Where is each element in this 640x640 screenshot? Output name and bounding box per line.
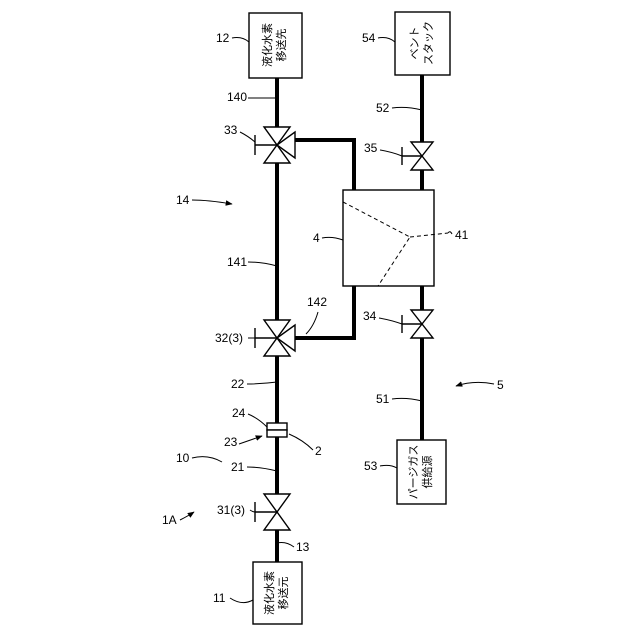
ref-34: 34 [363,309,377,323]
ref-24: 24 [232,406,246,420]
ref-4: 4 [313,231,320,245]
valve-31 [255,494,290,530]
ref-11: 11 [213,591,226,605]
source-box-line2: 移送元 [276,577,290,610]
pipe-142 [295,286,354,338]
valve-34 [402,310,433,338]
vent-box-line1: ベント [408,27,421,60]
ref-5: 5 [497,378,504,392]
valve-32 [255,320,295,356]
dest-box-line2: 移送先 [274,29,288,62]
ref-41: 41 [455,228,469,242]
valve-35 [402,142,433,170]
dest-box-line1: 液化水素 [260,23,274,67]
ref-21: 21 [231,460,245,474]
purge-box-line1: パージガス [407,445,420,500]
ref-35: 35 [364,141,378,155]
valve-33 [255,127,295,163]
ref-52: 52 [376,101,390,115]
ref-140: 140 [227,90,247,104]
ref-12: 12 [216,31,230,45]
ref-32: 32(3) [215,331,243,345]
coupling-2 [267,423,287,437]
ref-2: 2 [315,444,322,458]
ref-31: 31(3) [217,503,245,517]
ref-53: 53 [364,459,378,473]
source-box-line1: 液化水素 [262,571,276,615]
ref-13: 13 [296,540,310,554]
ref-141: 141 [227,255,247,269]
ref-54: 54 [362,31,376,45]
purge-box-line2: 供給源 [420,456,434,489]
vessel-4 [343,190,434,286]
ref-1A: 1A [162,513,177,527]
ref-10: 10 [176,451,190,465]
pipe-branch-33 [295,140,354,190]
ref-23: 23 [224,435,238,449]
ref-51: 51 [376,392,390,406]
ref-22: 22 [231,377,245,391]
ref-14: 14 [176,193,190,207]
ref-33: 33 [224,123,238,137]
ref-142: 142 [307,295,327,309]
vent-box-line2: スタック [422,21,435,65]
